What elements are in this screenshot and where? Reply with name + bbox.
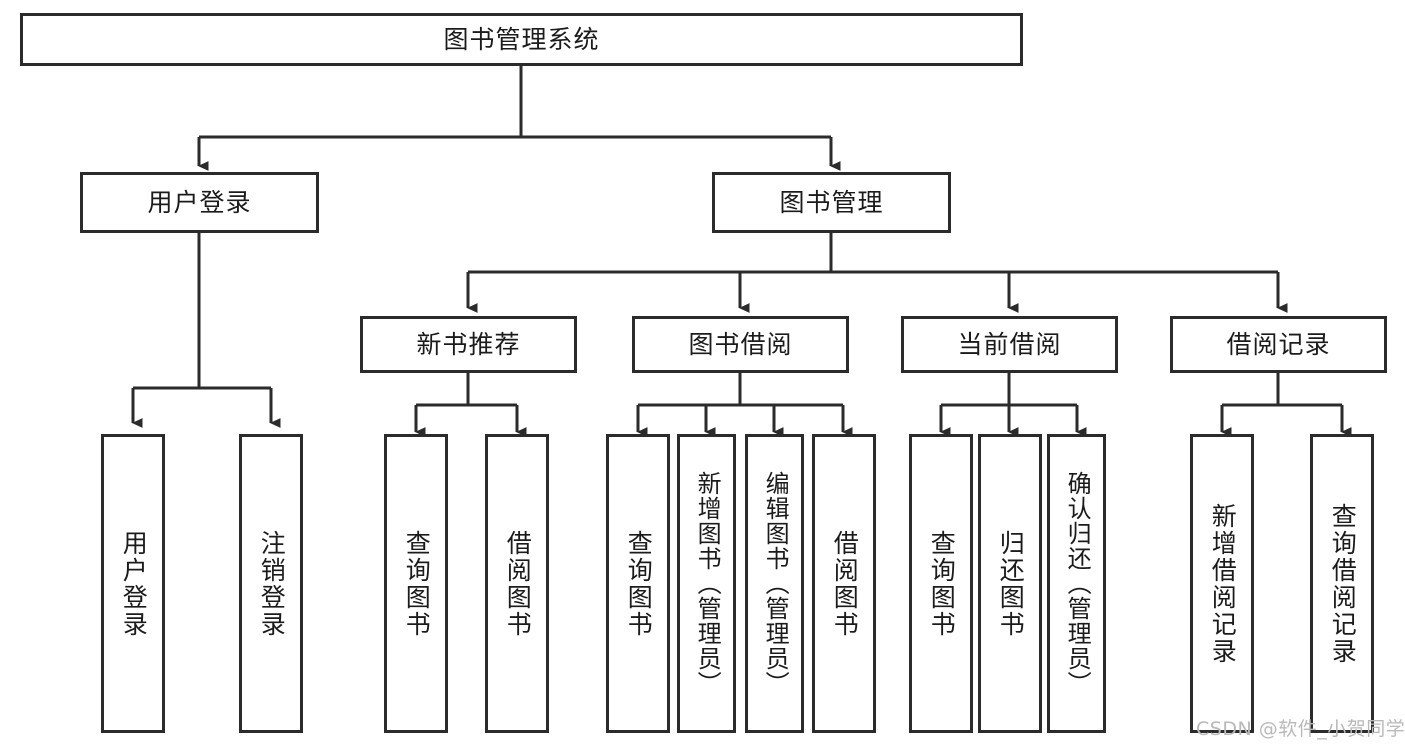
node-leaf-confirm-return-admin[interactable]: 确认归还（管理员） (1047, 434, 1106, 733)
node-leaf-query-book-newbook[interactable]: 查询图书 (384, 434, 448, 733)
node-leaf-add-borrow-record[interactable]: 新增借阅记录 (1190, 434, 1254, 733)
node-leaf-add-book-admin[interactable]: 新增图书（管理员） (677, 434, 736, 733)
node-leaf-query-book-borrow[interactable]: 查询图书 (606, 434, 670, 733)
node-new-book-recommend[interactable]: 新书推荐 (360, 316, 577, 373)
node-leaf-query-borrow-record[interactable]: 查询借阅记录 (1310, 434, 1374, 733)
node-leaf-return-book[interactable]: 归还图书 (978, 434, 1042, 733)
node-leaf-user-login[interactable]: 用户登录 (101, 434, 165, 733)
node-leaf-query-book-current[interactable]: 查询图书 (909, 434, 973, 733)
node-borrow-record[interactable]: 借阅记录 (1170, 316, 1387, 373)
node-leaf-borrow-book[interactable]: 借阅图书 (812, 434, 876, 733)
node-leaf-borrow-book-newbook[interactable]: 借阅图书 (485, 434, 549, 733)
node-leaf-edit-book-admin[interactable]: 编辑图书（管理员） (745, 434, 804, 733)
node-book-management[interactable]: 图书管理 (712, 172, 951, 233)
node-current-borrow[interactable]: 当前借阅 (901, 316, 1118, 373)
node-book-borrow[interactable]: 图书借阅 (632, 316, 849, 373)
node-root-system[interactable]: 图书管理系统 (20, 13, 1023, 66)
node-user-login[interactable]: 用户登录 (80, 172, 319, 233)
node-leaf-logout[interactable]: 注销登录 (239, 434, 303, 733)
